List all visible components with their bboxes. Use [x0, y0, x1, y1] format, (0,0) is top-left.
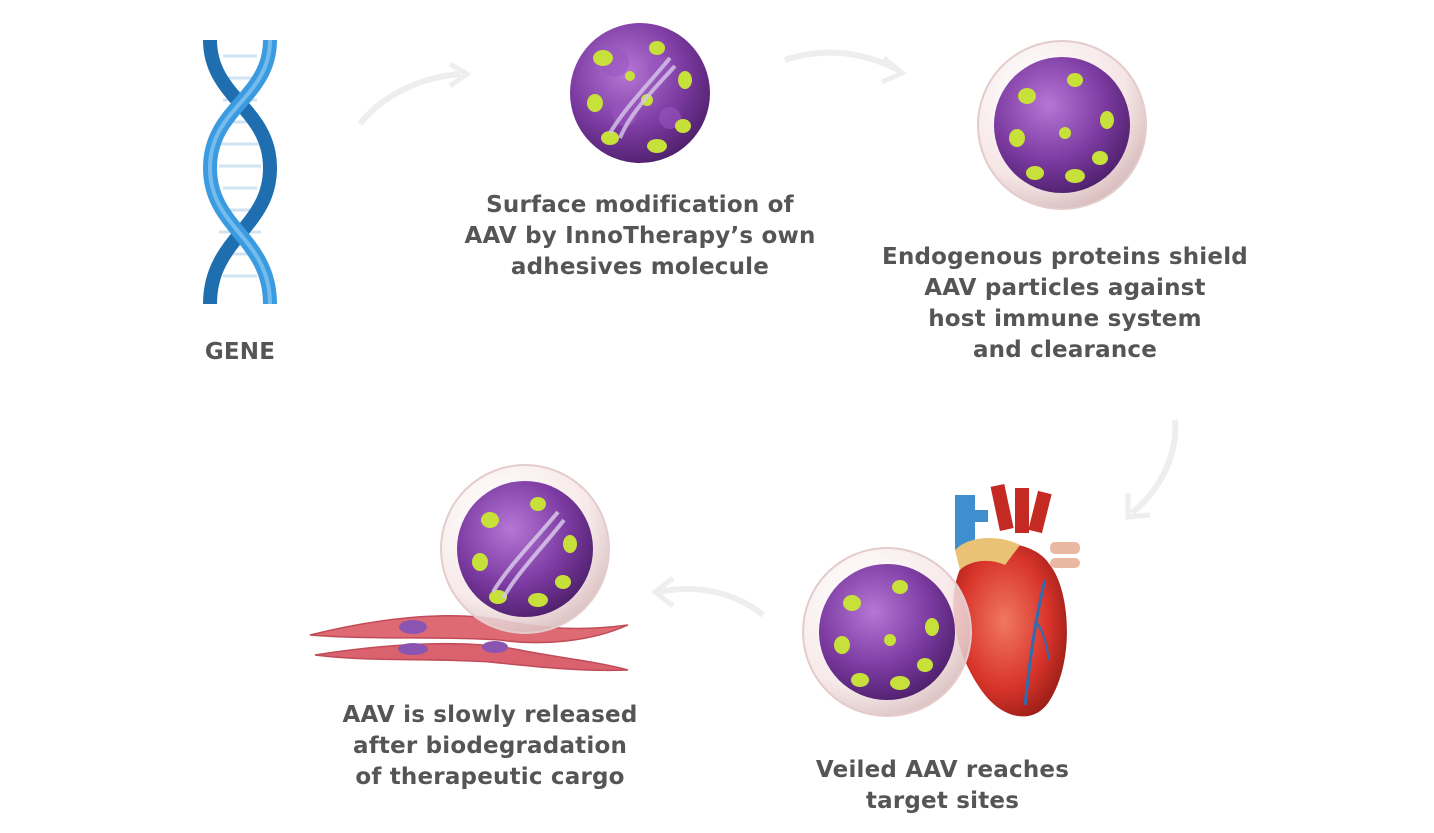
- release-label: AAV is slowly released after biodegradat…: [342, 702, 638, 790]
- heart-icon: [953, 484, 1080, 717]
- flow-arrow-icon: [1125, 419, 1179, 520]
- shielded-aav-icon: [977, 40, 1147, 210]
- shield-label: Endogenous proteins shield AAV particles…: [882, 244, 1248, 363]
- flow-arrow-icon: [784, 49, 907, 85]
- gene-label: GENE: [204, 339, 276, 365]
- shielded-aav-icon: [802, 547, 972, 717]
- aav-virus-icon: [570, 23, 710, 163]
- surface-modification-label: Surface modification of AAV by InnoThera…: [464, 192, 816, 280]
- shielded-aav-icon: [440, 464, 610, 634]
- target-label: Veiled AAV reaches target sites: [815, 757, 1070, 814]
- muscle-cell-icon: [309, 615, 629, 672]
- dna-icon: [202, 39, 278, 305]
- flow-arrow-icon: [357, 61, 472, 126]
- flow-arrow-icon: [650, 576, 765, 618]
